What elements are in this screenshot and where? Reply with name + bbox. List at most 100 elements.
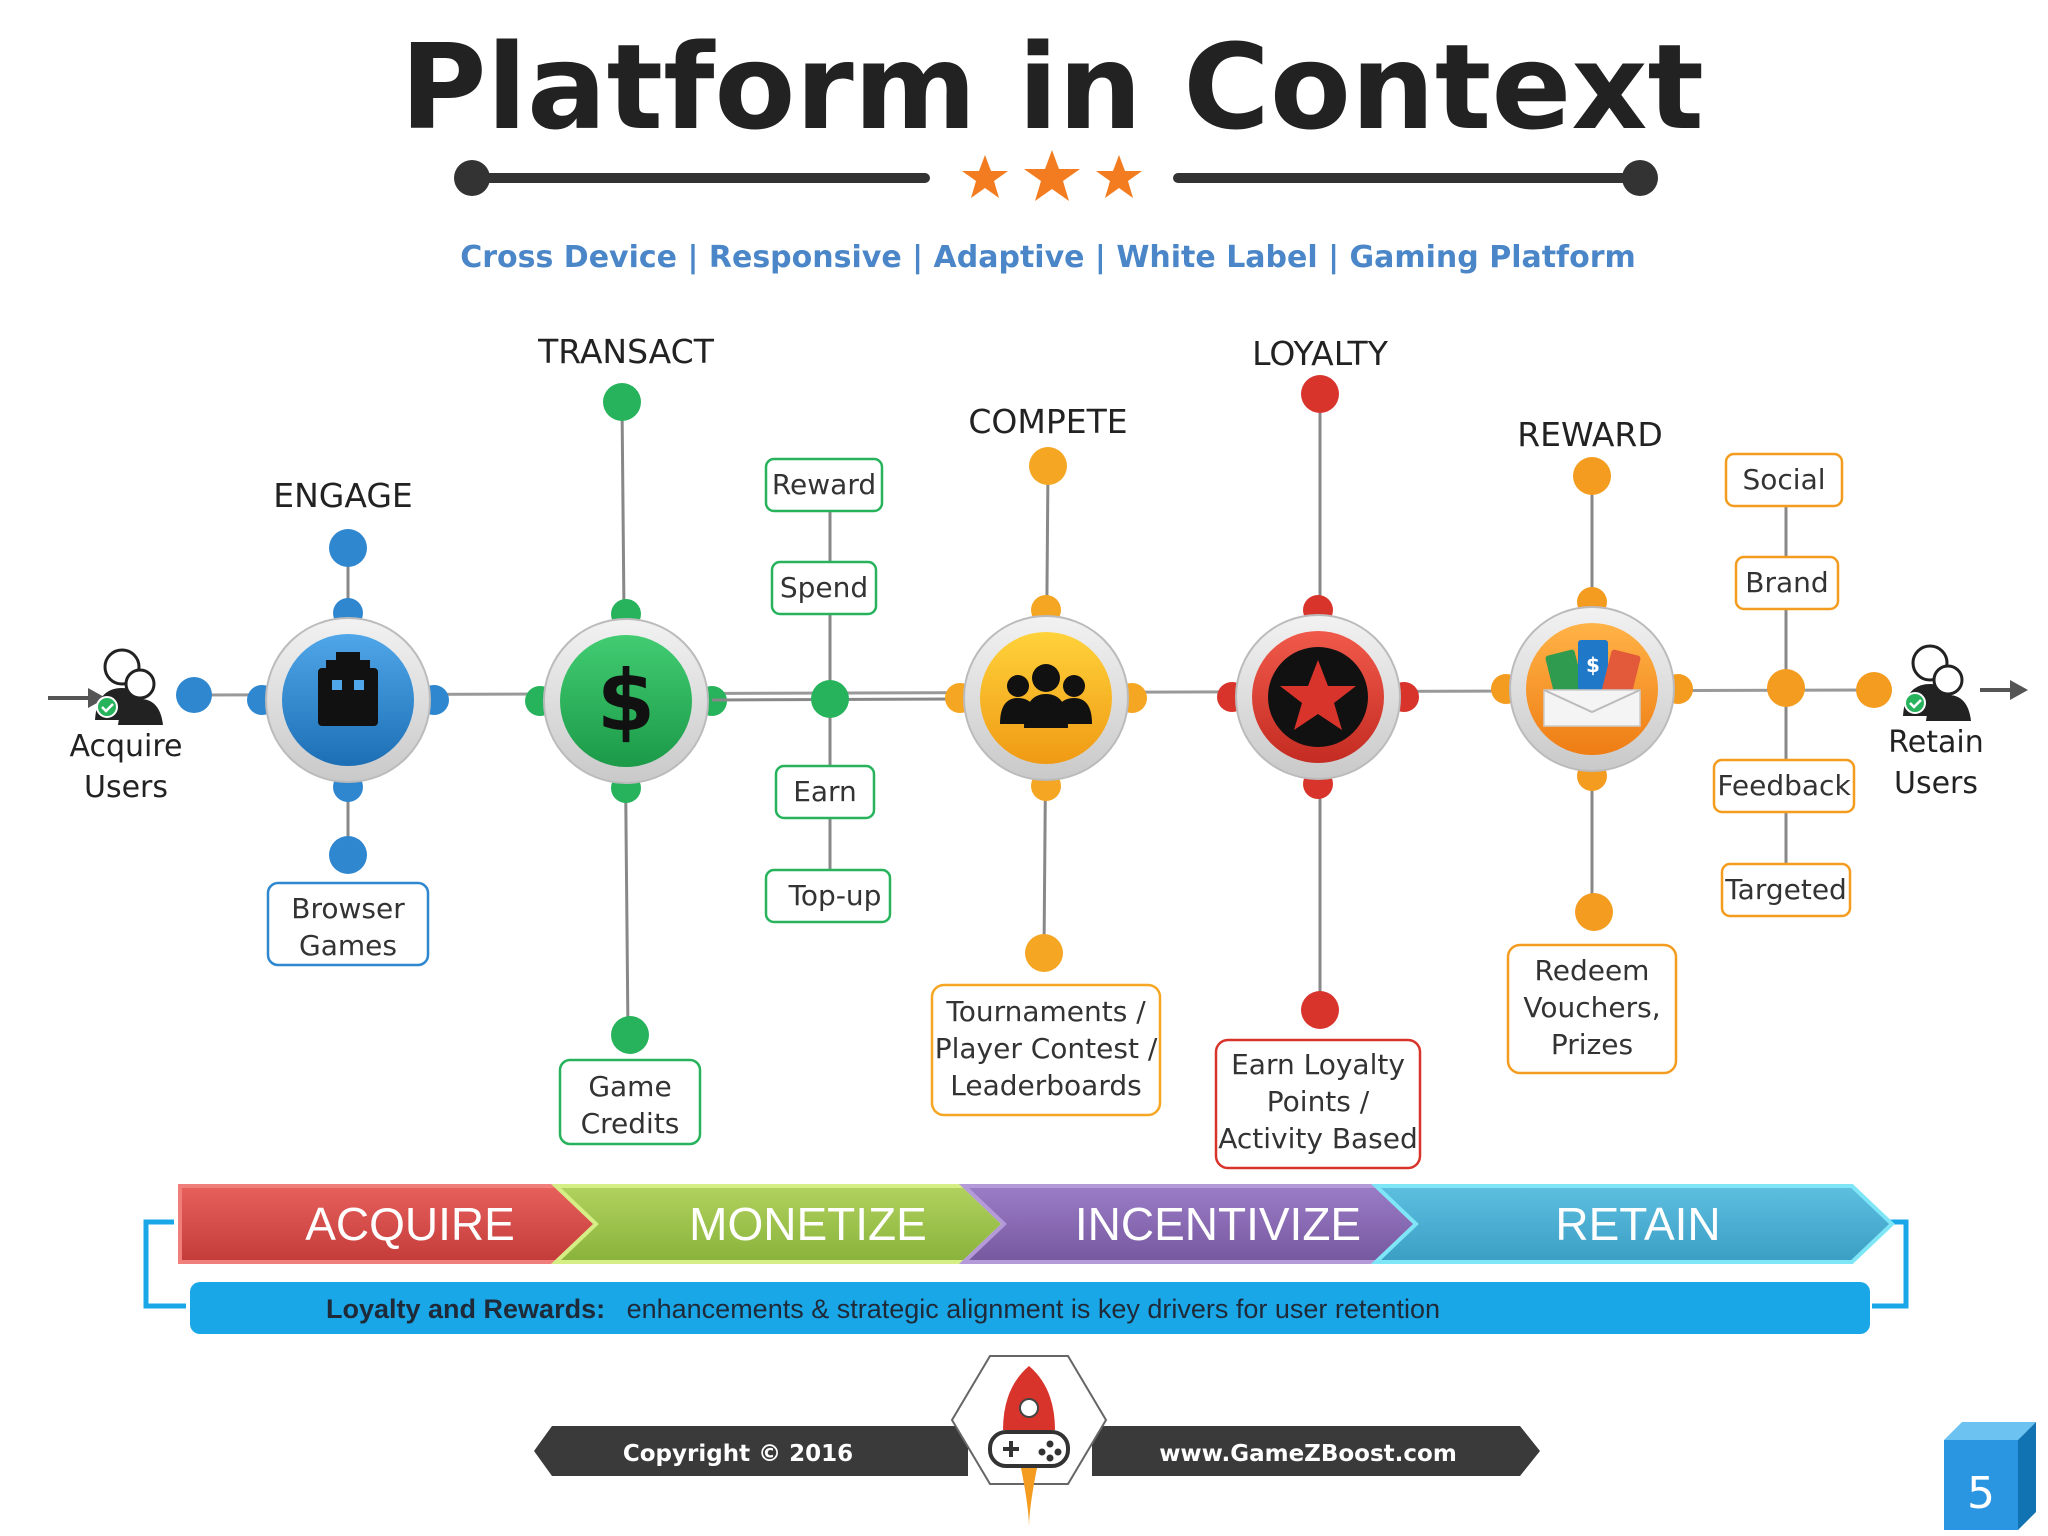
engage-top-dot [329, 529, 367, 567]
ghost-icon [318, 652, 378, 726]
band-retain [1370, 1184, 1895, 1264]
website-link[interactable]: www.GameZBoost.com [1159, 1441, 1457, 1467]
earn-loyalty-line3: Activity Based [1218, 1122, 1418, 1155]
retain-connector-dot [1856, 672, 1892, 708]
tagline-item: Adaptive [934, 240, 1085, 275]
browser-games-line1: Browser [291, 892, 405, 925]
banner-body: enhancements & strategic alignment is ke… [627, 1294, 1440, 1324]
engage-node: ENGAGE Browser Games [247, 476, 449, 967]
earn-loyalty-line2: Points / [1267, 1085, 1370, 1118]
reward-node: REWARD $ Redeem Vouchers, Prizes [1491, 415, 1693, 1075]
acquire-users-label-line1: Acquire [69, 729, 182, 764]
vouchers-envelope-icon: $ [1543, 640, 1641, 727]
redeem-line3: Prizes [1551, 1028, 1633, 1061]
star-icon [962, 155, 1008, 198]
flame-icon [1021, 1468, 1037, 1528]
footer-bar-right [1092, 1426, 1540, 1476]
tagline-item: Responsive [709, 240, 902, 275]
feedback-box [1712, 758, 1856, 814]
game-credits-box [558, 1058, 702, 1146]
social-box-label: Social [1742, 463, 1825, 496]
compete-node: COMPETE Tournaments / Player Contest / L… [930, 402, 1162, 1117]
group-icon [1000, 664, 1092, 728]
redeem-box [1506, 943, 1678, 1075]
loyalty-bottom-dot [1301, 991, 1339, 1029]
band-monetize-label: MONETIZE [689, 1198, 927, 1250]
game-credits-line1: Game [588, 1070, 671, 1103]
spend-box-label: Spend [780, 571, 868, 604]
loyalty-top-dot [1301, 375, 1339, 413]
title-rule-left-cap [454, 160, 490, 196]
retention-branch: Social Brand Feedback Targeted [1712, 452, 1856, 918]
tournaments-line3: Leaderboards [950, 1069, 1141, 1102]
brand-box [1734, 555, 1840, 611]
band-incentivize-label: INCENTIVIZE [1075, 1198, 1361, 1250]
topup-box [764, 868, 892, 924]
transact-node: TRANSACT $ Game Credits [525, 332, 727, 1146]
spend-box [770, 560, 878, 616]
footer-bar-left [534, 1426, 968, 1476]
earn-box-label: Earn [793, 775, 857, 808]
social-box [1724, 452, 1844, 508]
retain-users-label-line2: Users [1894, 766, 1978, 801]
feedback-box-label: Feedback [1717, 769, 1851, 802]
compete-label: COMPETE [968, 402, 1127, 441]
game-credits-line2: Credits [581, 1107, 680, 1140]
band-bracket-left [143, 1219, 186, 1309]
engage-bottom-dot [329, 836, 367, 874]
star-icons [962, 150, 1142, 201]
engage-label: ENGAGE [273, 476, 413, 515]
loyalty-node: LOYALTY Earn Loyalty Points / Activity B… [1214, 334, 1422, 1170]
page-title: Platform in Context [400, 18, 1704, 156]
transact-label: TRANSACT [537, 332, 715, 371]
tournaments-line1: Tournaments / [945, 995, 1146, 1028]
redeem-line2: Vouchers, [1523, 991, 1660, 1024]
browser-games-line2: Games [299, 929, 397, 962]
browser-games-box [266, 881, 430, 967]
users-icon [1903, 644, 1971, 721]
star-icon [1024, 150, 1080, 201]
copyright-text: Copyright © 2016 [623, 1441, 853, 1467]
brand-box-label: Brand [1745, 566, 1828, 599]
tournaments-box [930, 983, 1162, 1117]
tagline: Cross Device | Responsive | Adaptive | W… [460, 240, 1636, 275]
acquire-users-label-line2: Users [84, 770, 168, 805]
loyalty-label: LOYALTY [1252, 334, 1389, 373]
reward-box-label: Reward [772, 468, 876, 501]
earn-box [774, 764, 876, 820]
banner-text: Loyalty and Rewards: enhancements & stra… [326, 1294, 1440, 1324]
page-number: 5 [1967, 1468, 1995, 1519]
reward-label: REWARD [1517, 415, 1663, 454]
star-icon [1096, 155, 1142, 198]
loyalty-rewards-banner [190, 1282, 1870, 1334]
arrow-out-icon [2010, 680, 2028, 700]
retain-users-label-line1: Retain [1888, 725, 1983, 760]
acquire-users: Acquire Users [69, 648, 183, 805]
topup-box-label: Top-up [788, 879, 882, 912]
band-acquire-label: ACQUIRE [305, 1198, 515, 1250]
transaction-branch-dot [811, 680, 849, 718]
tagline-item: Gaming Platform [1350, 240, 1636, 275]
title-rule-right-cap [1622, 160, 1658, 196]
tournaments-line2: Player Contest / [935, 1032, 1158, 1065]
earn-loyalty-line1: Earn Loyalty [1231, 1048, 1405, 1081]
star-icon [1280, 660, 1356, 730]
retain-users: Retain Users [1888, 644, 1984, 801]
redeem-line1: Redeem [1535, 954, 1650, 987]
lifecycle-band: ACQUIRE MONETIZE INCENTIVIZE RETAIN Loya… [143, 1184, 1909, 1334]
earn-loyalty-box [1214, 1038, 1422, 1170]
compete-bottom-dot [1025, 934, 1063, 972]
svg-text:$: $ [1586, 653, 1600, 677]
page-number-badge: 5 [1944, 1422, 2036, 1530]
transact-top-dot [603, 383, 641, 421]
compete-top-dot [1029, 447, 1067, 485]
tagline-item: Cross Device [460, 240, 677, 275]
reward-top-dot [1573, 457, 1611, 495]
users-icon [95, 648, 163, 725]
band-retain-label: RETAIN [1555, 1198, 1720, 1250]
rocket-logo [950, 1355, 1108, 1528]
transact-bottom-dot [611, 1016, 649, 1054]
targeted-box [1720, 862, 1852, 918]
banner-bold: Loyalty and Rewards: [326, 1294, 605, 1324]
